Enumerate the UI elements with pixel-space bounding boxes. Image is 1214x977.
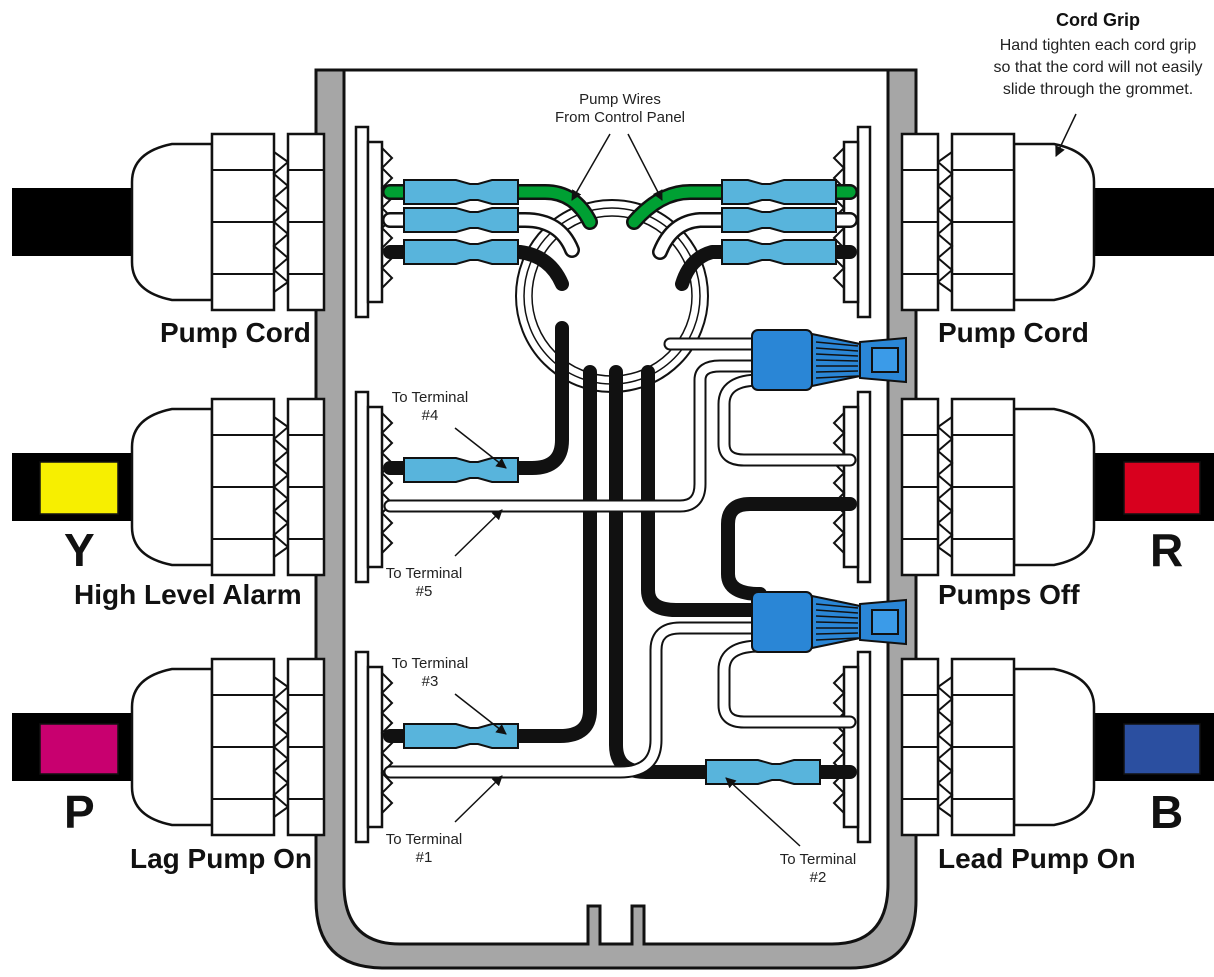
- letter-y: Y: [64, 524, 95, 576]
- green-wire-left: [384, 186, 596, 228]
- splice-connector: [721, 239, 837, 265]
- label-pump-cord-left: Pump Cord: [160, 317, 311, 348]
- terminal-1-label-line2: #1: [416, 849, 433, 866]
- letter-p: P: [64, 786, 95, 838]
- splice-connector: [721, 207, 837, 233]
- letter-r: R: [1150, 524, 1183, 576]
- splice-terminal-2: [705, 759, 821, 785]
- label-pumps-off: Pumps Off: [938, 579, 1080, 610]
- label-lag-pump-on: Lag Pump On: [130, 843, 312, 874]
- label-high-level-alarm: High Level Alarm: [74, 579, 302, 610]
- cord-grip-note-line1: Hand tighten each cord grip: [1000, 37, 1197, 54]
- leader-lines: [454, 113, 1077, 847]
- magenta-band: [39, 723, 119, 775]
- letter-b: B: [1150, 786, 1183, 838]
- terminal-4-label-line1: To Terminal: [392, 389, 468, 406]
- terminal-3-label-line1: To Terminal: [392, 655, 468, 672]
- yellow-band: [39, 461, 119, 515]
- splice-connector: [403, 239, 519, 265]
- connector-bottom: [751, 591, 907, 653]
- terminal-3-label-line2: #3: [422, 673, 439, 690]
- splice-connector: [403, 179, 519, 205]
- red-band: [1123, 461, 1201, 515]
- terminal-2-label-line2: #2: [810, 869, 827, 886]
- splice-connector: [403, 207, 519, 233]
- connector-top: [751, 329, 907, 391]
- green-wire-right: [628, 186, 856, 228]
- pump-wires-label-line1: Pump Wires: [579, 91, 661, 108]
- wiring: [382, 184, 858, 779]
- cord-grip-note-title: Cord Grip: [1056, 10, 1140, 30]
- label-lead-pump-on: Lead Pump On: [938, 843, 1136, 874]
- cord-grip-note-line2: so that the cord will not easily: [994, 59, 1203, 76]
- pump-wires-label-line2: From Control Panel: [555, 109, 685, 126]
- splice-terminal-3: [403, 723, 519, 749]
- splice-terminal-4: [403, 457, 519, 483]
- label-pump-cord-right: Pump Cord: [938, 317, 1089, 348]
- cord-grip-note-line3: slide through the grommet.: [1003, 81, 1193, 98]
- blue-band: [1123, 723, 1201, 775]
- splice-connector: [721, 179, 837, 205]
- terminal-4-label-line2: #4: [422, 407, 439, 424]
- terminal-1-label-line1: To Terminal: [386, 831, 462, 848]
- splices: [403, 179, 837, 785]
- terminal-2-label-line1: To Terminal: [780, 851, 856, 868]
- terminal-5-label-line2: #5: [416, 583, 433, 600]
- terminal-5-label-line1: To Terminal: [386, 565, 462, 582]
